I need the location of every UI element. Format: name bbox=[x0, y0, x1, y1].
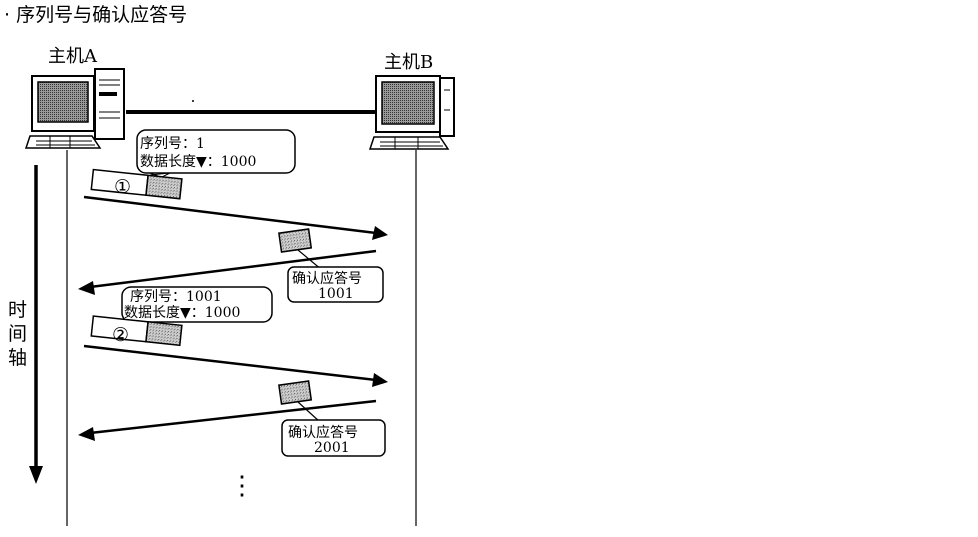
host-a-computer-icon bbox=[24, 68, 125, 149]
segment-1-ack-box bbox=[287, 266, 384, 303]
segment-1-ack-arrow bbox=[78, 249, 377, 295]
segment-1-data-arrow bbox=[83, 195, 388, 240]
segment-1-seq-text: 序列号：1 bbox=[140, 136, 205, 152]
segment-2-packet bbox=[90, 315, 183, 347]
continuation-ellipsis: ⋮ bbox=[229, 471, 255, 501]
time-axis-char-3: 轴 bbox=[8, 347, 27, 369]
host-a-label: 主机A bbox=[48, 46, 98, 67]
segment-1-ack-packet bbox=[278, 228, 313, 253]
segment-1-packet bbox=[90, 168, 183, 200]
segment-2-marker: ② bbox=[112, 324, 129, 346]
segment-2-len-text: 数据长度▼：1000 bbox=[124, 305, 240, 321]
segment-2-ack-packet bbox=[278, 380, 313, 405]
segment-2-ack-title: 确认应答号 bbox=[288, 424, 358, 441]
segment-1-ack-value: 1001 bbox=[318, 286, 354, 302]
segment-2-ack-arrow bbox=[78, 399, 377, 441]
host-b-label: 主机B bbox=[384, 52, 433, 73]
time-axis-char-2: 间 bbox=[8, 323, 27, 345]
segment-2-seq-text: 序列号：1001 bbox=[130, 289, 222, 305]
time-axis-char-1: 时 bbox=[8, 299, 27, 321]
segment-2-callout bbox=[121, 286, 273, 329]
time-axis-arrow bbox=[29, 165, 43, 484]
segment-2-ack-box bbox=[281, 419, 386, 457]
segment-1-marker: ① bbox=[114, 176, 131, 198]
host-b-computer-icon bbox=[368, 75, 455, 150]
segment-1-len-text: 数据长度▼：1000 bbox=[140, 154, 256, 170]
segment-2-ack-pointer bbox=[297, 401, 321, 423]
diagram-title: · 序列号与确认应答号 bbox=[4, 4, 187, 26]
cable-dot bbox=[192, 100, 194, 102]
segment-1-ack-title: 确认应答号 bbox=[292, 270, 362, 287]
segment-2-ack-value: 2001 bbox=[314, 440, 350, 456]
segment-2-data-arrow bbox=[83, 344, 388, 387]
